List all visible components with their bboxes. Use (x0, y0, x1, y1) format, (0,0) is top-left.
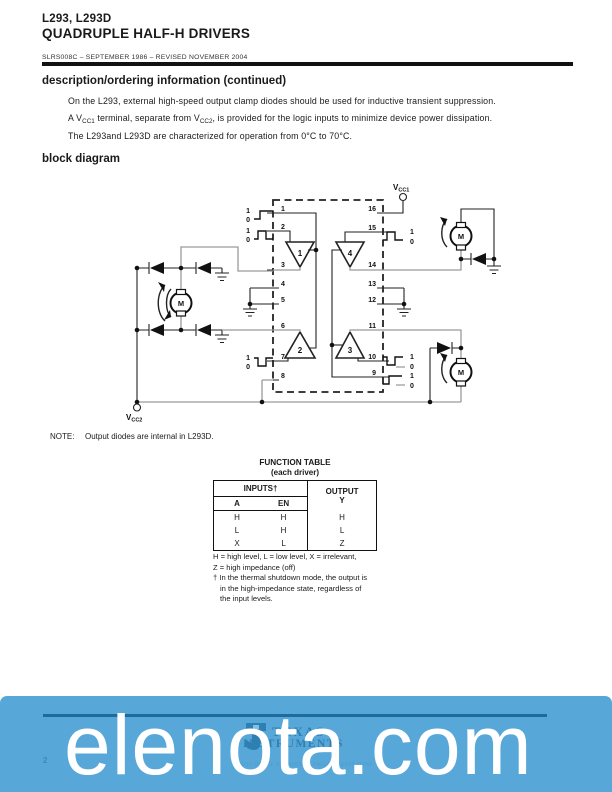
svg-text:1: 1 (410, 373, 414, 380)
section-heading: description/ordering information (contin… (42, 75, 287, 87)
svg-text:1: 1 (298, 249, 303, 258)
svg-text:6: 6 (281, 323, 285, 330)
paragraph-1: On the L293, external high-speed output … (68, 96, 496, 106)
ic-outline (272, 199, 384, 393)
driver1-amp (284, 241, 316, 269)
svg-text:0: 0 (246, 237, 250, 244)
svg-text:1: 1 (410, 354, 414, 361)
svg-text:11: 11 (369, 323, 377, 330)
vcc2-subscript: CC2 (199, 118, 213, 125)
svg-text:0: 0 (410, 383, 414, 390)
svg-text:12: 12 (368, 297, 376, 304)
svg-text:M: M (458, 368, 464, 377)
svg-text:3: 3 (348, 346, 353, 355)
svg-text:VCC1: VCC1 (393, 183, 409, 194)
svg-text:1: 1 (410, 229, 414, 236)
svg-text:VCC2: VCC2 (126, 413, 142, 424)
output-header: OUTPUT Y (307, 480, 377, 511)
svg-text:0: 0 (246, 217, 250, 224)
part-numbers: L293, L293D (42, 13, 112, 25)
enable-12-line (273, 212, 317, 349)
svg-text:0: 0 (246, 364, 250, 371)
svg-text:2: 2 (281, 224, 285, 231)
svg-text:0: 0 (410, 239, 414, 246)
svg-text:4: 4 (281, 281, 285, 288)
header-rule (42, 62, 573, 66)
ti-brand-line1: TEXAS (272, 724, 326, 739)
svg-text:1: 1 (246, 228, 250, 235)
waveform-glyphs (254, 210, 403, 385)
svg-text:7: 7 (281, 354, 285, 361)
svg-text:10: 10 (368, 354, 376, 361)
block-diagram-heading: block diagram (42, 153, 120, 165)
svg-text:0: 0 (410, 364, 414, 371)
svg-text:13: 13 (368, 281, 376, 288)
junction-dots (134, 247, 497, 405)
svg-text:3: 3 (281, 262, 285, 269)
svg-text:1: 1 (246, 355, 250, 362)
function-table-subtitle: (each driver) (270, 468, 320, 477)
svg-text:4: 4 (348, 249, 353, 258)
vcc2-terminal (132, 403, 142, 412)
col-en-header: EN (260, 496, 308, 511)
svg-text:5: 5 (281, 297, 285, 304)
note-text: Output diodes are internal in L293D. (85, 432, 214, 441)
svg-text:M: M (178, 299, 184, 308)
output-wires (137, 246, 462, 403)
svg-text:2: 2 (298, 346, 303, 355)
svg-text:1: 1 (246, 208, 250, 215)
svg-text:1: 1 (281, 206, 285, 213)
enable-34-line (331, 249, 383, 378)
svg-text:9: 9 (372, 370, 376, 377)
svg-text:8: 8 (281, 373, 285, 380)
wire-3y (383, 329, 462, 402)
page-number: 2 (43, 756, 48, 765)
ti-logo-icon (244, 723, 266, 750)
vcc1-subscript: CC1 (82, 118, 95, 125)
vcc1-terminal (398, 192, 408, 202)
page-title: QUADRUPLE HALF-H DRIVERS (42, 26, 251, 41)
inputs-header: INPUTS† (213, 480, 309, 497)
clamp-diodes (150, 217, 486, 362)
ti-brand-line2: INSTRUMENTS (243, 738, 344, 750)
svg-text:M: M (458, 232, 464, 241)
wire-1y-to-motor (180, 246, 273, 272)
paragraph-3: The L293and L293D are characterized for … (68, 131, 353, 141)
wire-4y (383, 250, 462, 271)
paragraph-2: A VCC1 terminal, separate from VCC2, is … (68, 113, 493, 125)
footer-rule (43, 714, 547, 717)
motors (169, 221, 473, 387)
function-table-title: FUNCTION TABLE (259, 458, 331, 467)
col-a-header: A (213, 496, 260, 511)
driver2-amp (283, 330, 317, 359)
document-id-line: SLRS008C – SEPTEMBER 1986 – REVISED NOVE… (42, 54, 248, 61)
note-label: NOTE: (50, 432, 75, 441)
svg-text:14: 14 (368, 262, 376, 269)
watermark-banner: 2 TEXAS INSTRUMENTS POST OFFICE BOX 6553… (0, 696, 612, 792)
watermark-text: elenota.com (64, 698, 533, 792)
svg-text:16: 16 (368, 206, 376, 213)
driver4-amp (334, 241, 366, 269)
table-legend: H = high level, L = low level, X = irrel… (213, 552, 368, 604)
footer-address: POST OFFICE BOX 655303 • DALLAS, TEXAS 7… (237, 762, 373, 768)
svg-text:15: 15 (368, 225, 376, 232)
